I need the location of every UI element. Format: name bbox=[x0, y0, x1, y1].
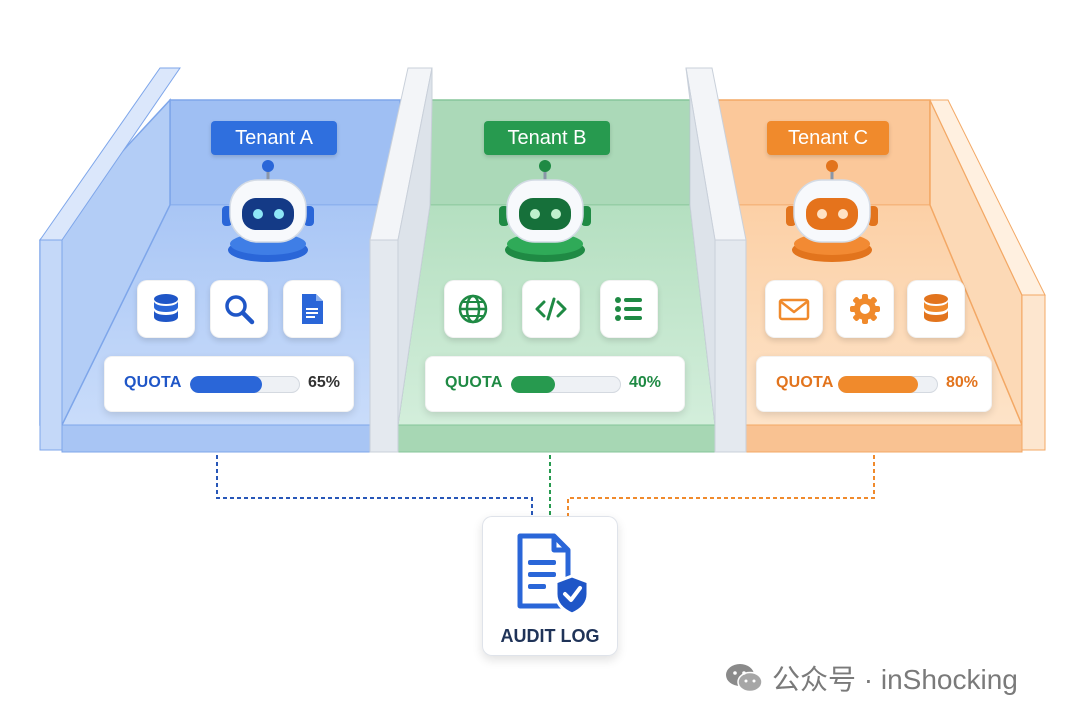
quota-bar bbox=[190, 376, 300, 393]
watermark-text: 公众号 · inShocking bbox=[772, 664, 1018, 695]
quota-percent: 40% bbox=[629, 374, 662, 391]
tenant-a-document-tile bbox=[283, 280, 341, 338]
document-icon bbox=[302, 294, 323, 324]
gear-icon bbox=[850, 294, 880, 324]
tenant-c-mail-tile bbox=[765, 280, 823, 338]
quota-label: QUOTA bbox=[776, 374, 834, 391]
tenant-c-gear-tile bbox=[836, 280, 894, 338]
tenant-c-label: Tenant C bbox=[767, 121, 889, 155]
quota-label: QUOTA bbox=[124, 374, 182, 391]
robot-b bbox=[499, 160, 591, 262]
quota-bar-fill bbox=[190, 376, 262, 393]
database-icon bbox=[154, 294, 178, 322]
tenant-b-quota-card: QUOTA 40% bbox=[425, 356, 685, 412]
tenant-a-database-tile bbox=[137, 280, 195, 338]
search-icon bbox=[225, 295, 255, 325]
tenant-c-database-tile bbox=[907, 280, 965, 338]
audit-log-label: AUDIT LOG bbox=[500, 626, 600, 646]
tenant-b-label: Tenant B bbox=[484, 121, 610, 155]
tenant-b-globe-tile bbox=[444, 280, 502, 338]
wechat-icon bbox=[726, 664, 763, 693]
robot-c bbox=[786, 160, 878, 262]
audit-document-shield-icon bbox=[517, 533, 590, 616]
tenant-c-quota-card: QUOTA 80% bbox=[756, 356, 992, 412]
tenant-b-code-tile bbox=[522, 280, 580, 338]
audit-log-card: AUDIT LOG bbox=[482, 516, 618, 656]
tenant-b-list-tile bbox=[600, 280, 658, 338]
watermark: 公众号 · inShocking bbox=[724, 660, 1018, 696]
quota-bar-fill bbox=[511, 376, 555, 393]
tenant-a-label: Tenant A bbox=[211, 121, 337, 155]
tenant-a-quota-card: QUOTA 65% bbox=[104, 356, 354, 412]
mail-icon bbox=[778, 298, 810, 321]
quota-bar bbox=[511, 376, 621, 393]
divider-wall-ab bbox=[369, 67, 433, 453]
list-icon bbox=[615, 297, 642, 321]
quota-percent: 80% bbox=[946, 374, 979, 391]
connector-a bbox=[216, 455, 533, 516]
connector-c bbox=[567, 455, 875, 516]
quota-percent: 65% bbox=[308, 374, 341, 391]
code-icon bbox=[535, 297, 567, 321]
tenant-a-search-tile bbox=[210, 280, 268, 338]
quota-bar bbox=[838, 376, 938, 393]
globe-icon bbox=[458, 294, 488, 324]
robot-a bbox=[222, 160, 314, 262]
database-icon bbox=[924, 294, 948, 322]
quota-label: QUOTA bbox=[445, 374, 503, 391]
divider-wall-bc bbox=[685, 67, 747, 453]
quota-bar-fill bbox=[838, 376, 918, 393]
